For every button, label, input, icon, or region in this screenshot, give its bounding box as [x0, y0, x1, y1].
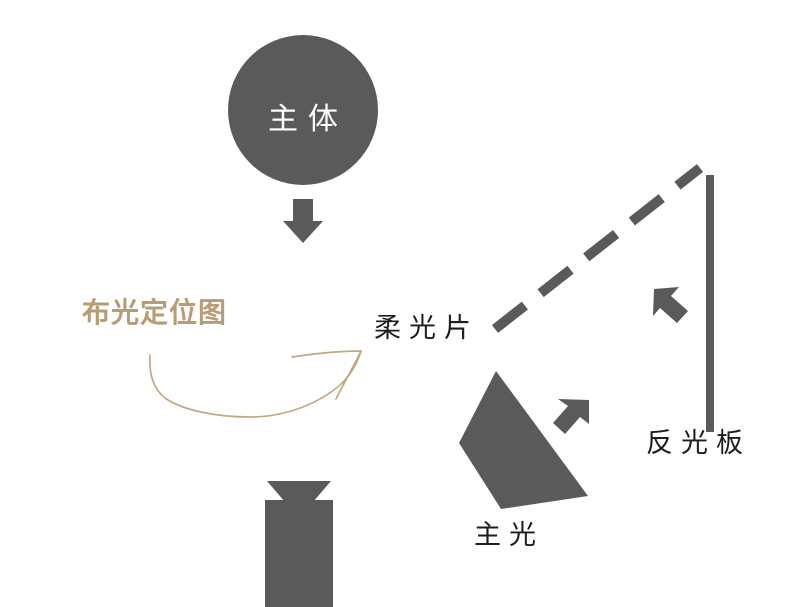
diffuser-label: 柔光片 — [374, 313, 479, 343]
camera-body — [265, 500, 333, 607]
subject-down-arrow-icon — [283, 199, 323, 243]
camera-top-flare — [267, 481, 331, 502]
subject-circle — [228, 35, 378, 185]
swoosh-barb-lower — [335, 350, 362, 400]
diffuser-dash-segments — [491, 164, 704, 333]
main-light-shape — [459, 371, 588, 509]
hand-drawn-swoosh-arrow-icon — [148, 350, 362, 418]
page-title: 布光定位图 — [82, 297, 228, 328]
reflector-up-left-arrow-icon — [653, 287, 688, 323]
diffuser-dashed-line — [491, 164, 704, 333]
reflector-label: 反光板 — [646, 428, 751, 458]
main-light-label: 主光 — [474, 520, 544, 550]
camera-icon — [265, 481, 333, 607]
reflector-bar — [706, 175, 714, 432]
swoosh-curve — [148, 350, 362, 418]
main-light-up-right-arrow-icon — [553, 399, 589, 434]
swoosh-barb-upper — [291, 350, 362, 358]
